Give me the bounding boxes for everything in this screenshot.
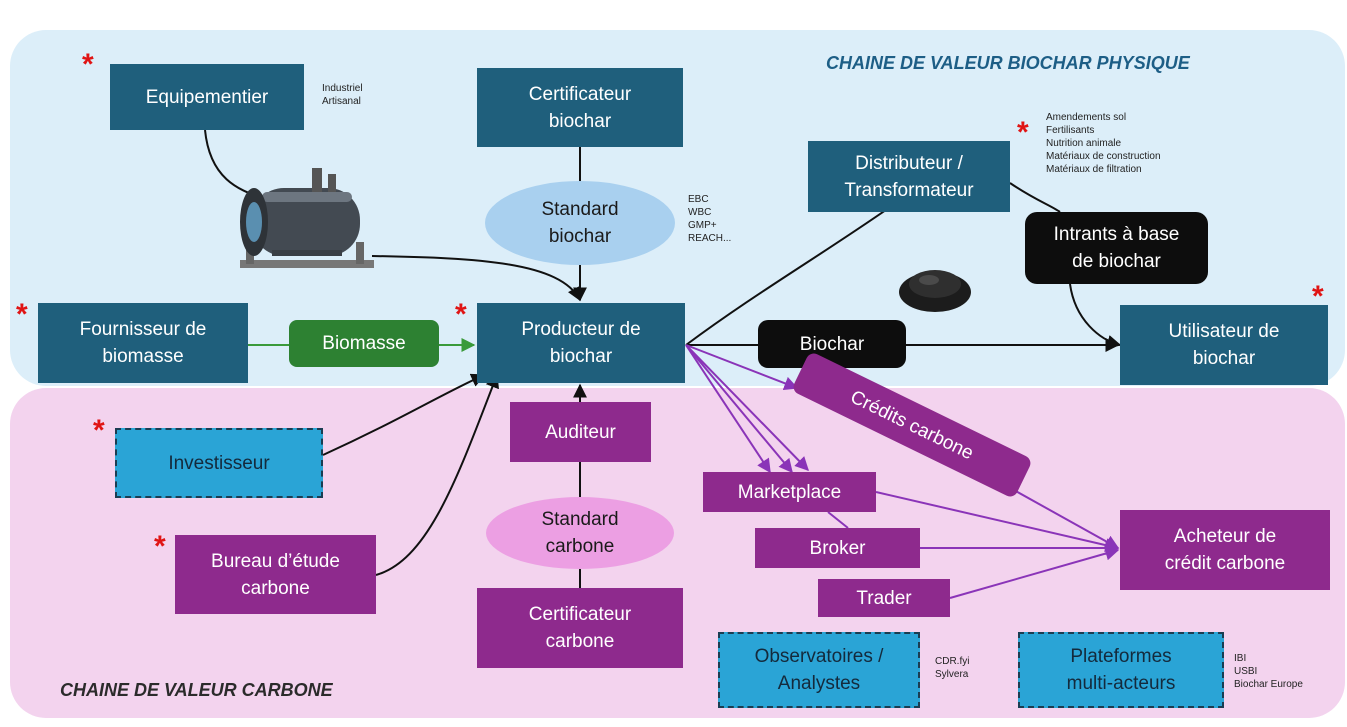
star-marker-utilisateur: * <box>1312 280 1324 313</box>
producteur-to-distributeur-arrow <box>685 195 908 346</box>
physical-chain-title: CHAINE DE VALEUR BIOCHAR PHYSIQUE <box>826 53 1190 73</box>
marketplace-box: Marketplace <box>703 472 876 512</box>
carbon-chain-title: CHAINE DE VALEUR CARBONE <box>60 680 333 700</box>
marketplace-to-acheteur-arrow <box>875 491 1120 552</box>
biochar-box: Biochar <box>758 320 906 368</box>
distributeur-notes: Amendements sol Fertilisants Nutrition a… <box>1046 112 1161 175</box>
equipementier-notes: Industriel Artisanal <box>322 83 363 107</box>
certificateur-biochar-box: Certificateur biochar <box>477 68 683 147</box>
broker-box: Broker <box>755 528 920 568</box>
utilisateur-biochar-box: Utilisateur de biochar <box>1120 305 1328 385</box>
star-marker-distributeur: * <box>1017 116 1029 149</box>
biomasse-box: Biomasse <box>289 320 439 367</box>
investisseur-box: Investisseur <box>115 428 323 498</box>
standard-biochar-notes: EBC WBC GMP+ REACH... <box>688 194 732 244</box>
star-marker-fournisseur: * <box>16 298 28 331</box>
distributeur-box: Distributeur / Transformateur <box>808 141 1010 212</box>
producteur-biochar-box: Producteur de biochar <box>477 303 685 383</box>
marketplace-to-broker-line <box>827 511 849 529</box>
standard-biochar-ellipse: Standard biochar <box>485 181 675 265</box>
bureau-etude-box: Bureau d’étude carbone <box>175 535 376 614</box>
intrants-to-utilisateur-arrow <box>1069 283 1122 349</box>
plateformes-box: Plateformes multi-acteurs <box>1018 632 1224 708</box>
intrants-box: Intrants à base de biochar <box>1025 212 1208 284</box>
pyrolysis-reactor-image <box>240 168 374 268</box>
investisseur-to-producteur-arrow <box>322 373 486 456</box>
certificateur-carbone-box: Certificateur carbone <box>477 588 683 668</box>
trader-box: Trader <box>818 579 950 617</box>
auditeur-box: Auditeur <box>510 402 651 462</box>
star-marker-equipementier: * <box>82 48 94 81</box>
star-marker-bureau: * <box>154 530 166 563</box>
producteur-to-marketplace-arrow-3 <box>685 344 809 472</box>
fournisseur-biomasse-box: Fournisseur de biomasse <box>38 303 248 383</box>
distributeur-to-intrants-line <box>1009 182 1061 213</box>
plateformes-notes: IBI USBI Biochar Europe <box>1234 653 1303 690</box>
producteur-to-marketplace-arrow-2 <box>685 344 793 474</box>
producteur-to-credits-arrow <box>685 344 799 390</box>
producteur-to-marketplace-arrow-1 <box>685 344 771 474</box>
biochar-pile-image <box>899 270 971 312</box>
acheteur-credit-box: Acheteur de crédit carbone <box>1120 510 1330 590</box>
star-marker-investisseur: * <box>93 414 105 447</box>
standard-carbone-ellipse: Standard carbone <box>486 497 674 569</box>
trader-to-acheteur-arrow <box>949 546 1120 599</box>
machine-to-producteur-arrow <box>371 255 581 302</box>
bureau-to-producteur-arrow <box>375 373 499 576</box>
equipementier-box: Equipementier <box>110 64 304 130</box>
observatoires-box: Observatoires / Analystes <box>718 632 920 708</box>
star-marker-producteur: * <box>455 298 467 331</box>
observatoires-notes: CDR.fyi Sylvera <box>935 656 970 680</box>
